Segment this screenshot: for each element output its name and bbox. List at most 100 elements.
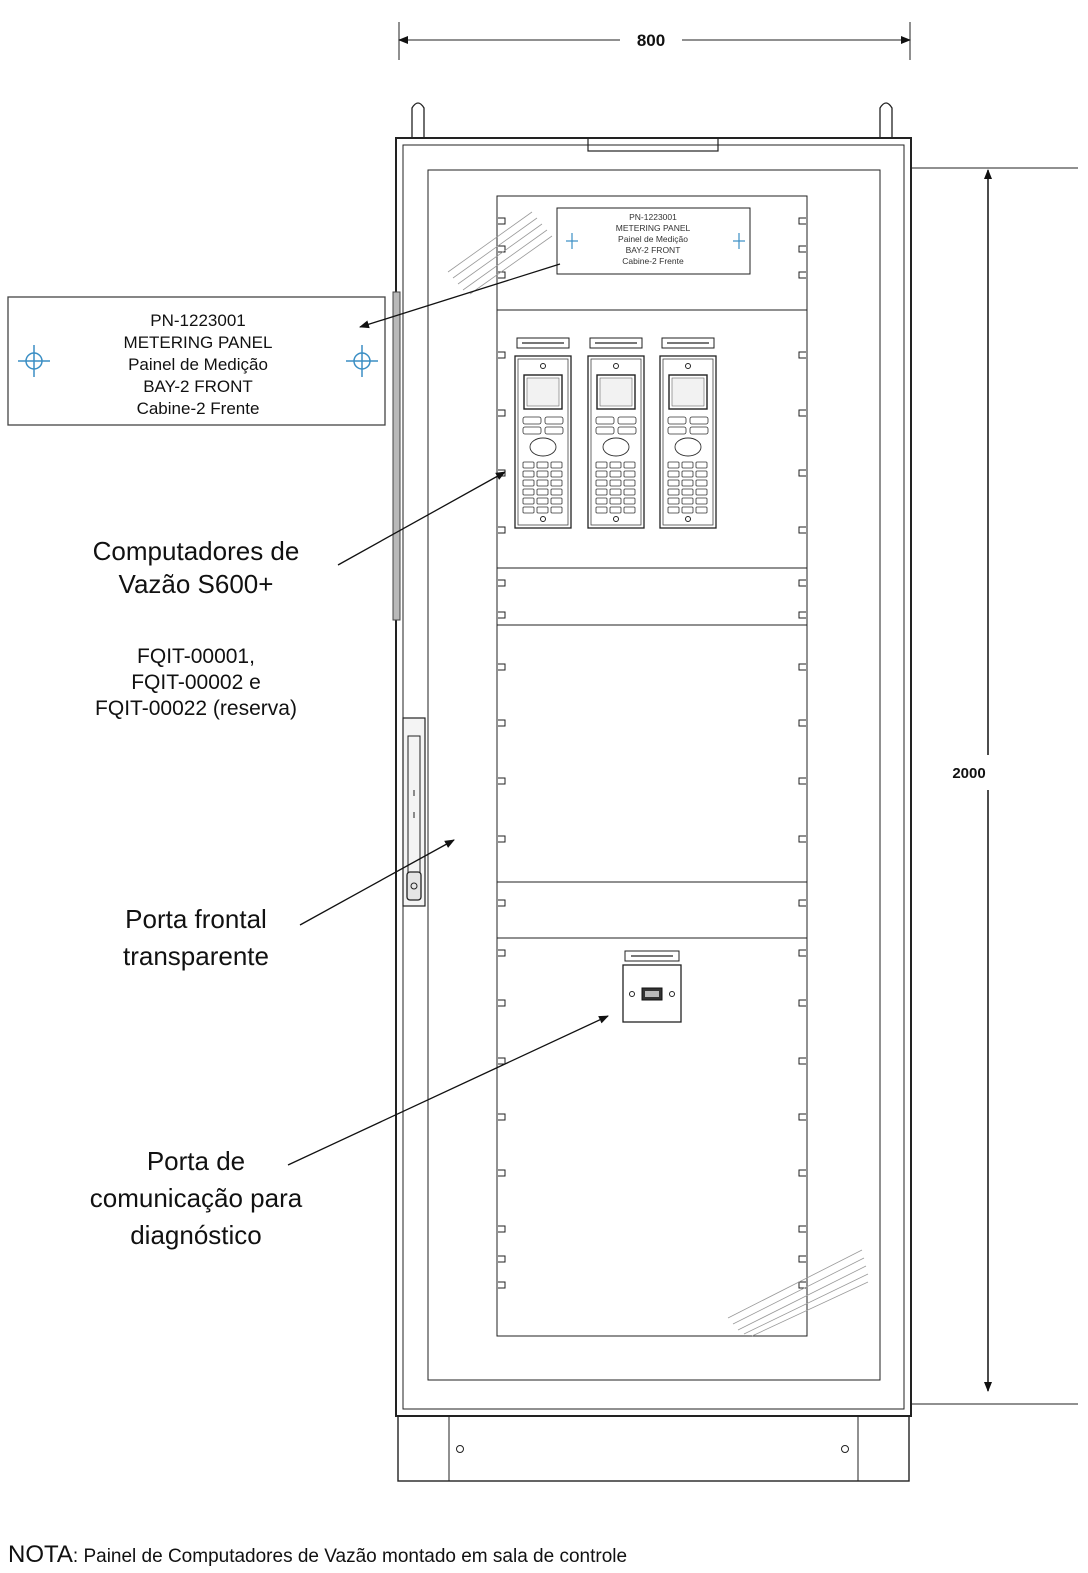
rail-slot [798, 949, 806, 957]
rail-slot [498, 663, 506, 671]
rail-slot [498, 271, 506, 279]
small-plate-line-4: BAY-2 FRONT [626, 245, 681, 255]
rail-slot [498, 1113, 506, 1121]
label-diag-port-line-1: Porta de [147, 1146, 245, 1176]
label-diag-port: Porta de comunicação para diagnóstico [90, 1146, 303, 1250]
lifting-eye-left [404, 102, 432, 139]
rail-slot [798, 271, 806, 279]
label-tag-1: FQIT-00001, [137, 645, 255, 668]
rail-slot [498, 409, 506, 417]
nameplate-line-title-pt: Painel de Medição [128, 355, 268, 374]
rack-rail-slots [498, 217, 806, 1289]
rail-slot [798, 1225, 806, 1233]
width-dimension-label: 800 [637, 31, 665, 50]
small-plate-line-1: PN-1223001 [629, 212, 677, 222]
crosshair-icon [18, 345, 50, 377]
small-plate-line-2: METERING PANEL [616, 223, 691, 233]
rail-slot [798, 351, 806, 359]
rail-slot [498, 526, 506, 534]
cabinet-frame [395, 137, 912, 1417]
rail-slot [498, 1225, 506, 1233]
cabinet-plinth [397, 1415, 910, 1482]
rail-slot [798, 1169, 806, 1177]
rail-slot [798, 1057, 806, 1065]
rail-slot [798, 526, 806, 534]
door-handle[interactable] [402, 717, 426, 907]
rail-slot [798, 835, 806, 843]
rail-slot [498, 899, 506, 907]
rail-slot [798, 409, 806, 417]
note-prefix: NOTA [8, 1541, 73, 1568]
rail-slot [498, 1057, 506, 1065]
lifting-eye-right [872, 102, 900, 139]
nameplate-line-bay-pt: Cabine-2 Frente [137, 399, 260, 418]
leader-front-door [299, 839, 455, 926]
flow-computer-unit[interactable] [587, 337, 645, 529]
label-front-door-line-2: transparente [123, 941, 269, 971]
leader-nameplate [359, 263, 561, 329]
rail-slot [798, 663, 806, 671]
rail-slot [498, 245, 506, 253]
rail-slot [798, 1255, 806, 1263]
rail-slot [798, 217, 806, 225]
rail-slot [498, 999, 506, 1007]
equipment-panel [496, 195, 808, 1337]
note-text: : Painel de Computadores de Vazão montad… [73, 1546, 627, 1567]
cross-marker-icon [733, 233, 745, 249]
height-dimension: 2000 [911, 167, 1078, 1405]
label-tags: FQIT-00001, FQIT-00002 e FQIT-00022 (res… [95, 645, 297, 720]
glass-hatch-bottom [727, 1249, 869, 1337]
panel-nameplate-small: PN-1223001 METERING PANEL Painel de Medi… [556, 207, 751, 275]
label-front-door: Porta frontal transparente [123, 904, 269, 971]
rail-slot [498, 351, 506, 359]
leader-lines [287, 263, 609, 1166]
rail-slot [498, 217, 506, 225]
flow-computer-group [514, 337, 717, 529]
small-plate-line-5: Cabine-2 Frente [622, 256, 684, 266]
label-front-door-line-1: Porta frontal [125, 904, 267, 934]
leader-diag-port [287, 1015, 609, 1166]
rail-slot [798, 579, 806, 587]
rail-slot [498, 719, 506, 727]
label-flow-computers-line-2: Vazão S600+ [119, 569, 274, 599]
rail-slot [798, 777, 806, 785]
svg-text:NOTA: Painel de Computadores d: NOTA: Painel de Computadores de Vazão mo… [8, 1541, 627, 1568]
flow-computer-unit[interactable] [514, 337, 572, 529]
rail-slot [798, 999, 806, 1007]
rail-slot [798, 1281, 806, 1289]
rail-slot [498, 1169, 506, 1177]
rail-slot [498, 579, 506, 587]
nameplate-line-bay: BAY-2 FRONT [143, 377, 253, 396]
label-tag-3: FQIT-00022 (reserva) [95, 697, 297, 720]
rail-slot [798, 611, 806, 619]
rail-slot [498, 949, 506, 957]
rail-slot [498, 835, 506, 843]
rail-slot [798, 899, 806, 907]
rail-slot [498, 1255, 506, 1263]
label-diag-port-line-2: comunicação para [90, 1183, 303, 1213]
glass-hatch-top [447, 211, 553, 295]
flow-computer-unit[interactable] [659, 337, 717, 529]
height-dimension-label: 2000 [952, 765, 985, 782]
label-diag-port-line-3: diagnóstico [130, 1220, 262, 1250]
label-flow-computers: Computadores de Vazão S600+ [93, 536, 300, 599]
drawing-note: NOTA: Painel de Computadores de Vazão mo… [8, 1541, 627, 1568]
rail-slot [498, 611, 506, 619]
leader-flow-computers [337, 471, 506, 566]
rail-slot [798, 245, 806, 253]
diagnostic-port[interactable] [622, 950, 682, 1023]
rail-slot [798, 719, 806, 727]
rail-slot [498, 1281, 506, 1289]
rail-slot [798, 1113, 806, 1121]
label-tag-2: FQIT-00002 e [131, 671, 261, 694]
door-hinge-strip [392, 291, 401, 621]
nameplate-line-title: METERING PANEL [124, 333, 273, 352]
rail-slot [498, 777, 506, 785]
width-dimension: 800 [398, 22, 911, 60]
rail-slot [798, 469, 806, 477]
label-flow-computers-line-1: Computadores de [93, 536, 300, 566]
cross-marker-icon [566, 233, 578, 249]
nameplate-detail: PN-1223001 METERING PANEL Painel de Medi… [7, 296, 386, 426]
nameplate-line-pn: PN-1223001 [150, 311, 245, 330]
